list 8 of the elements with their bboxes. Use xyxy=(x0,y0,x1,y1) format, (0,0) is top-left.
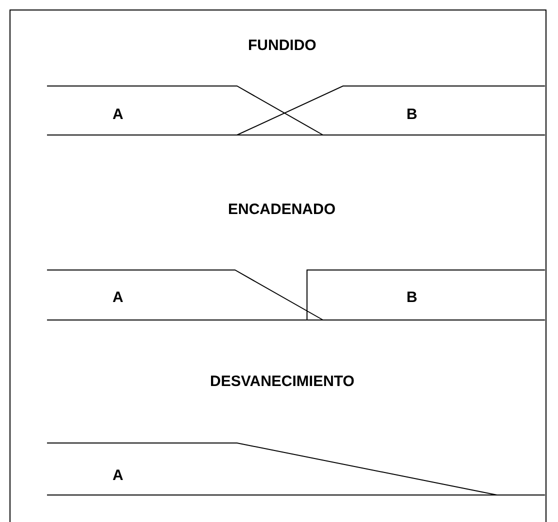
section-title: FUNDIDO xyxy=(248,37,316,55)
track-label: B xyxy=(406,106,418,124)
track-label: A xyxy=(112,106,124,124)
track-label: B xyxy=(406,289,418,307)
track-label: A xyxy=(112,467,124,485)
track-label: A xyxy=(112,289,124,307)
section-title: ENCADENADO xyxy=(228,201,336,219)
section-title: DESVANECIMIENTO xyxy=(210,373,354,391)
